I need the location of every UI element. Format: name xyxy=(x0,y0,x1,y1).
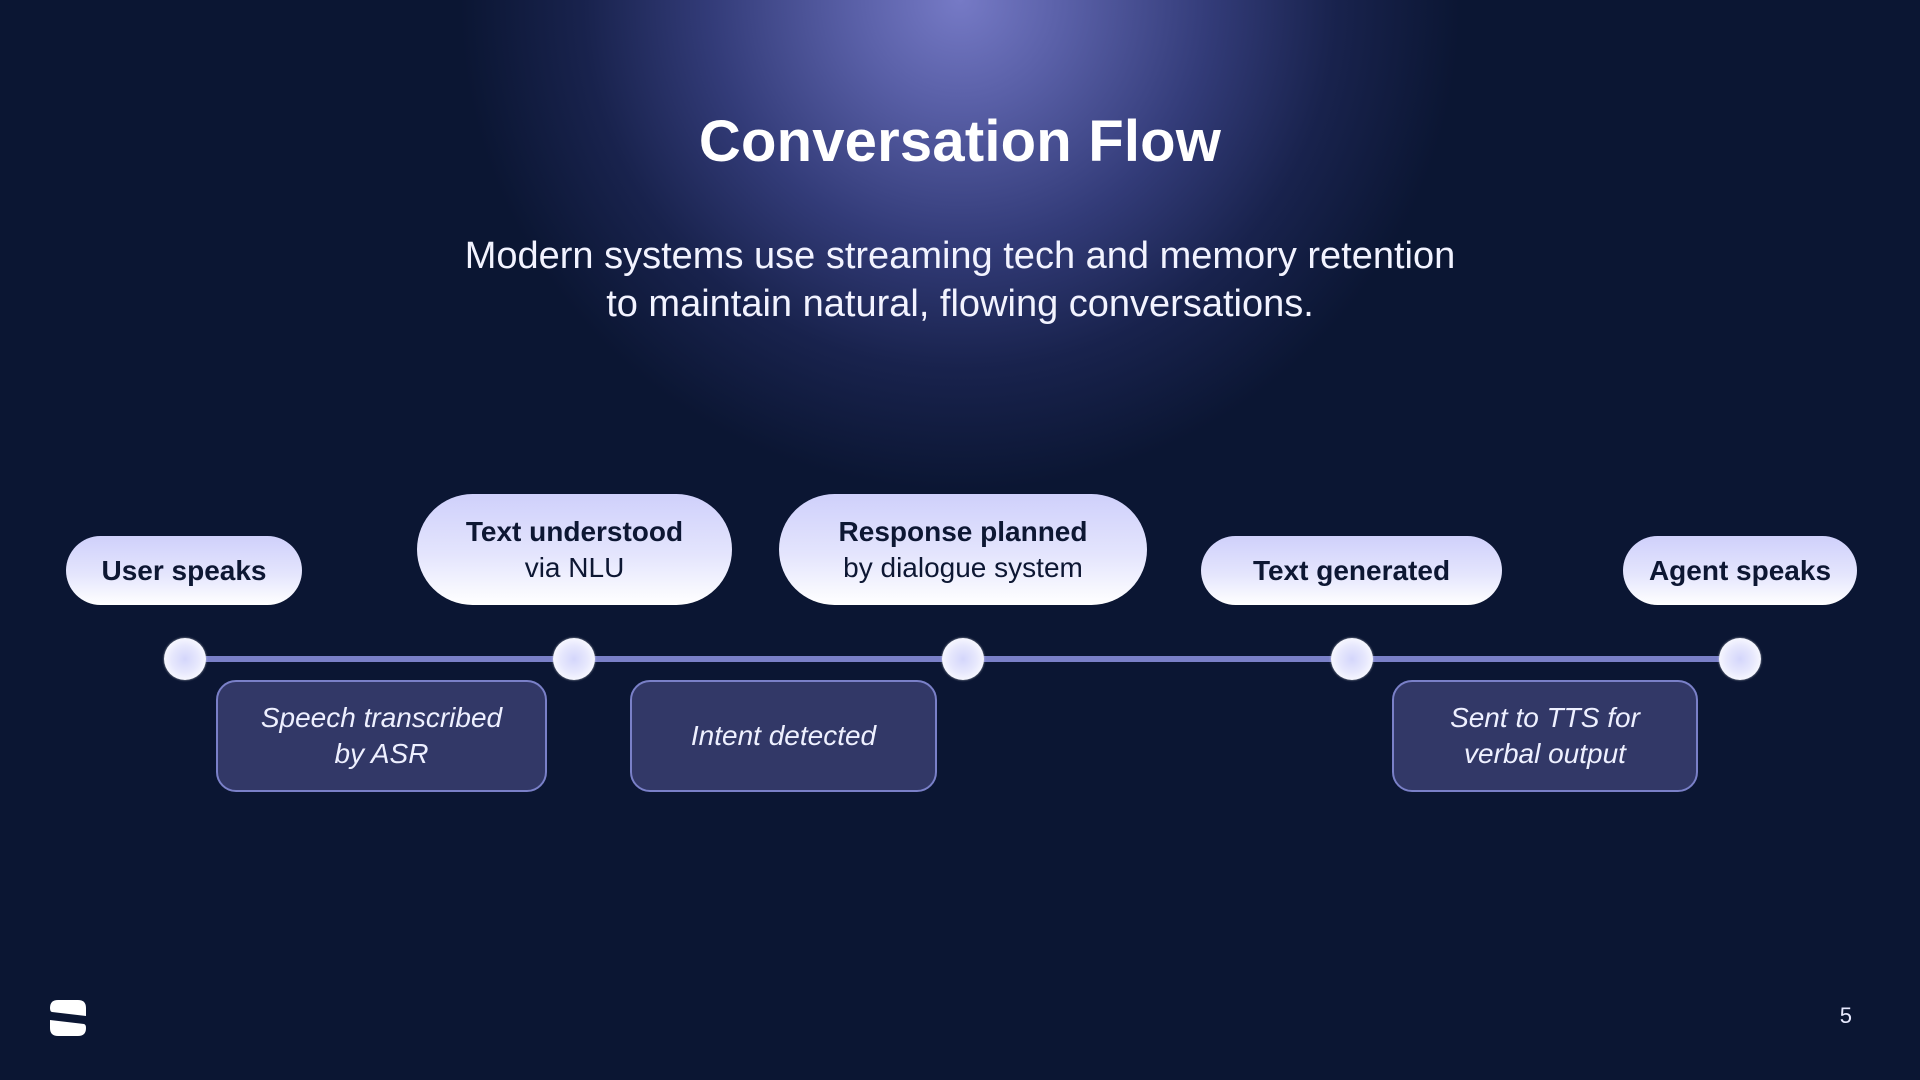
logo-svg xyxy=(50,1000,86,1036)
transition-tts: Sent to TTS for verbal output xyxy=(1392,680,1698,792)
timeline-node-text-generated xyxy=(1331,638,1373,680)
step-agent-speaks: Agent speaks xyxy=(1623,536,1857,605)
stacked-s-logo-icon xyxy=(50,1000,86,1036)
page-number: 5 xyxy=(1839,1003,1852,1028)
slide-subtitle: Modern systems use streaming tech and me… xyxy=(0,232,1920,328)
timeline-node-agent-speaks xyxy=(1719,638,1761,680)
transition-label-line: Speech transcribed xyxy=(260,702,503,733)
step-text-generated: Text generated xyxy=(1201,536,1502,605)
step-title: User speaks xyxy=(101,554,267,586)
step-detail: via NLU xyxy=(524,551,625,583)
timeline-node-response-planned xyxy=(942,638,984,680)
transition-asr: Speech transcribed by ASR xyxy=(216,680,547,792)
transition-label-line: Sent to TTS for xyxy=(1450,702,1640,733)
step-detail: by dialogue system xyxy=(843,551,1083,583)
step-response-planned: Response planned by dialogue system xyxy=(779,494,1147,605)
transition-intent: Intent detected xyxy=(630,680,937,792)
subtitle-line-1: Modern systems use streaming tech and me… xyxy=(464,235,1456,277)
step-title: Response planned xyxy=(838,515,1088,547)
transition-label-line: verbal output xyxy=(1464,738,1626,769)
step-user-speaks: User speaks xyxy=(66,536,302,605)
slide-title: Conversation Flow xyxy=(698,109,1222,174)
step-title: Text understood xyxy=(465,515,684,547)
step-title: Text generated xyxy=(1252,554,1451,586)
step-title: Agent speaks xyxy=(1648,554,1832,586)
transition-label-line: Intent detected xyxy=(690,720,877,751)
transition-label-line: by ASR xyxy=(334,738,429,769)
step-text-understood: Text understood via NLU xyxy=(417,494,732,605)
timeline-node-user-speaks xyxy=(164,638,206,680)
subtitle-line-2: to maintain natural, flowing conversatio… xyxy=(606,283,1314,325)
timeline-node-text-understood xyxy=(553,638,595,680)
